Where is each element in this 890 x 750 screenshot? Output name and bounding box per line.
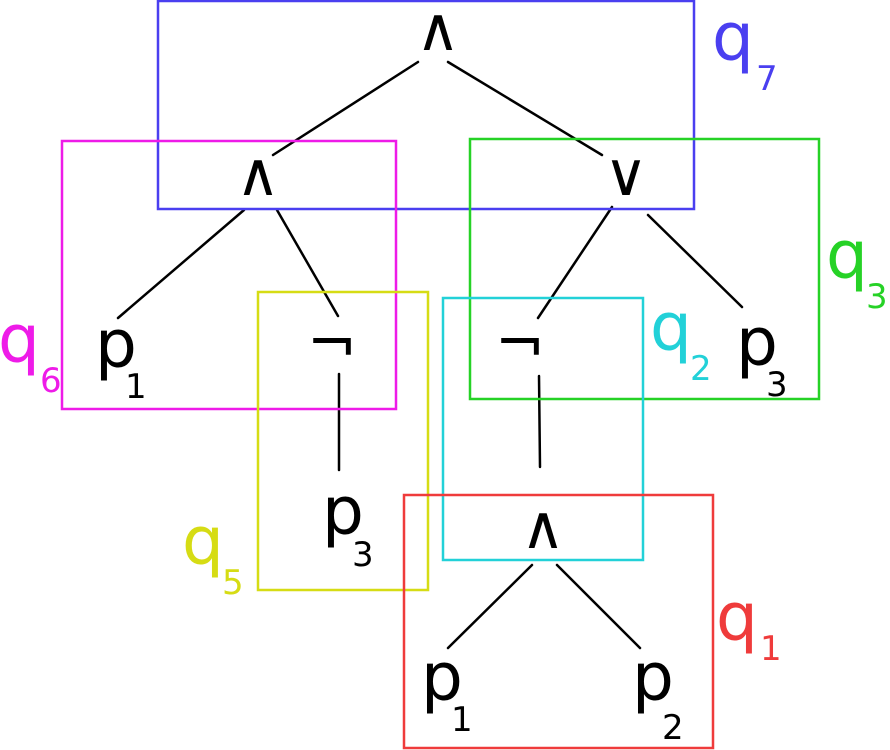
edge-leftand-p1 — [116, 208, 246, 320]
node-root-and: ∧ — [416, 0, 460, 65]
edge-rightnot-and — [537, 374, 542, 469]
node-left-p1-sub: 1 — [125, 367, 147, 407]
label-q5-base: q — [182, 503, 224, 580]
group-boxes — [60, 0, 821, 750]
box-q5 — [256, 290, 430, 592]
label-q6: q6 — [0, 301, 62, 401]
edge-or-not — [536, 205, 614, 320]
edge-root-left — [271, 60, 420, 157]
label-q3-base: q — [826, 217, 868, 294]
box-q6 — [60, 139, 398, 411]
node-left-and: ∧ — [236, 140, 280, 210]
label-q6-sub: 6 — [40, 361, 62, 401]
edge-and-p1 — [446, 563, 534, 650]
node-right-not: ¬ — [495, 308, 545, 378]
edge-or-p3 — [646, 213, 744, 309]
node-left-p1-base: p — [95, 306, 137, 383]
label-q2-sub: 2 — [690, 349, 712, 389]
edge-and-p2 — [555, 563, 642, 650]
label-q7-sub: 7 — [756, 59, 778, 99]
label-q7: q7 — [712, 0, 778, 99]
node-bottom-p2-base: p — [632, 639, 674, 716]
box-q1 — [402, 493, 715, 750]
box-q3 — [468, 137, 821, 401]
label-q1: q1 — [716, 579, 782, 669]
label-q2-base: q — [650, 289, 692, 366]
node-bottom-p1-base: p — [421, 639, 463, 716]
label-q7-base: q — [712, 0, 754, 76]
tree-edges — [116, 60, 744, 650]
node-bottom-p2-sub: 2 — [662, 708, 684, 748]
label-q6-base: q — [0, 301, 40, 378]
node-right-p3-sub: 3 — [766, 365, 788, 405]
operator-nodes: ∧ ∧ ∨ ¬ ¬ ∧ — [236, 0, 648, 563]
node-left-p3-sub: 3 — [352, 535, 374, 575]
node-bottom-p1-sub: 1 — [451, 700, 473, 740]
node-right-p3-base: p — [736, 304, 778, 381]
box-q2 — [441, 296, 645, 562]
node-left-p3-base: p — [322, 473, 364, 550]
label-q1-base: q — [716, 579, 758, 656]
node-right-or: ∨ — [604, 140, 648, 210]
label-q5-sub: 5 — [222, 563, 244, 603]
edge-leftand-not — [275, 208, 340, 318]
label-q1-sub: 1 — [760, 629, 782, 669]
node-left-not: ¬ — [307, 308, 357, 378]
label-q3-sub: 3 — [866, 277, 888, 317]
node-bottom-and: ∧ — [521, 493, 565, 563]
box-q7 — [156, 0, 696, 211]
